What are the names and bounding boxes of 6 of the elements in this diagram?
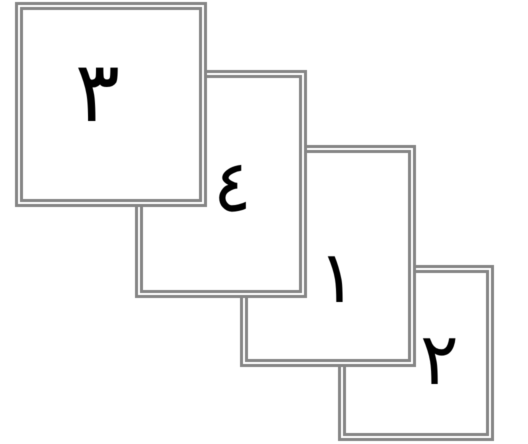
card-number: ٢	[420, 323, 459, 395]
card-number: ٤	[213, 150, 252, 222]
card-number: ١	[318, 241, 357, 313]
card-number: ٣	[75, 50, 120, 134]
card-box	[15, 2, 207, 207]
card-box	[135, 70, 307, 298]
